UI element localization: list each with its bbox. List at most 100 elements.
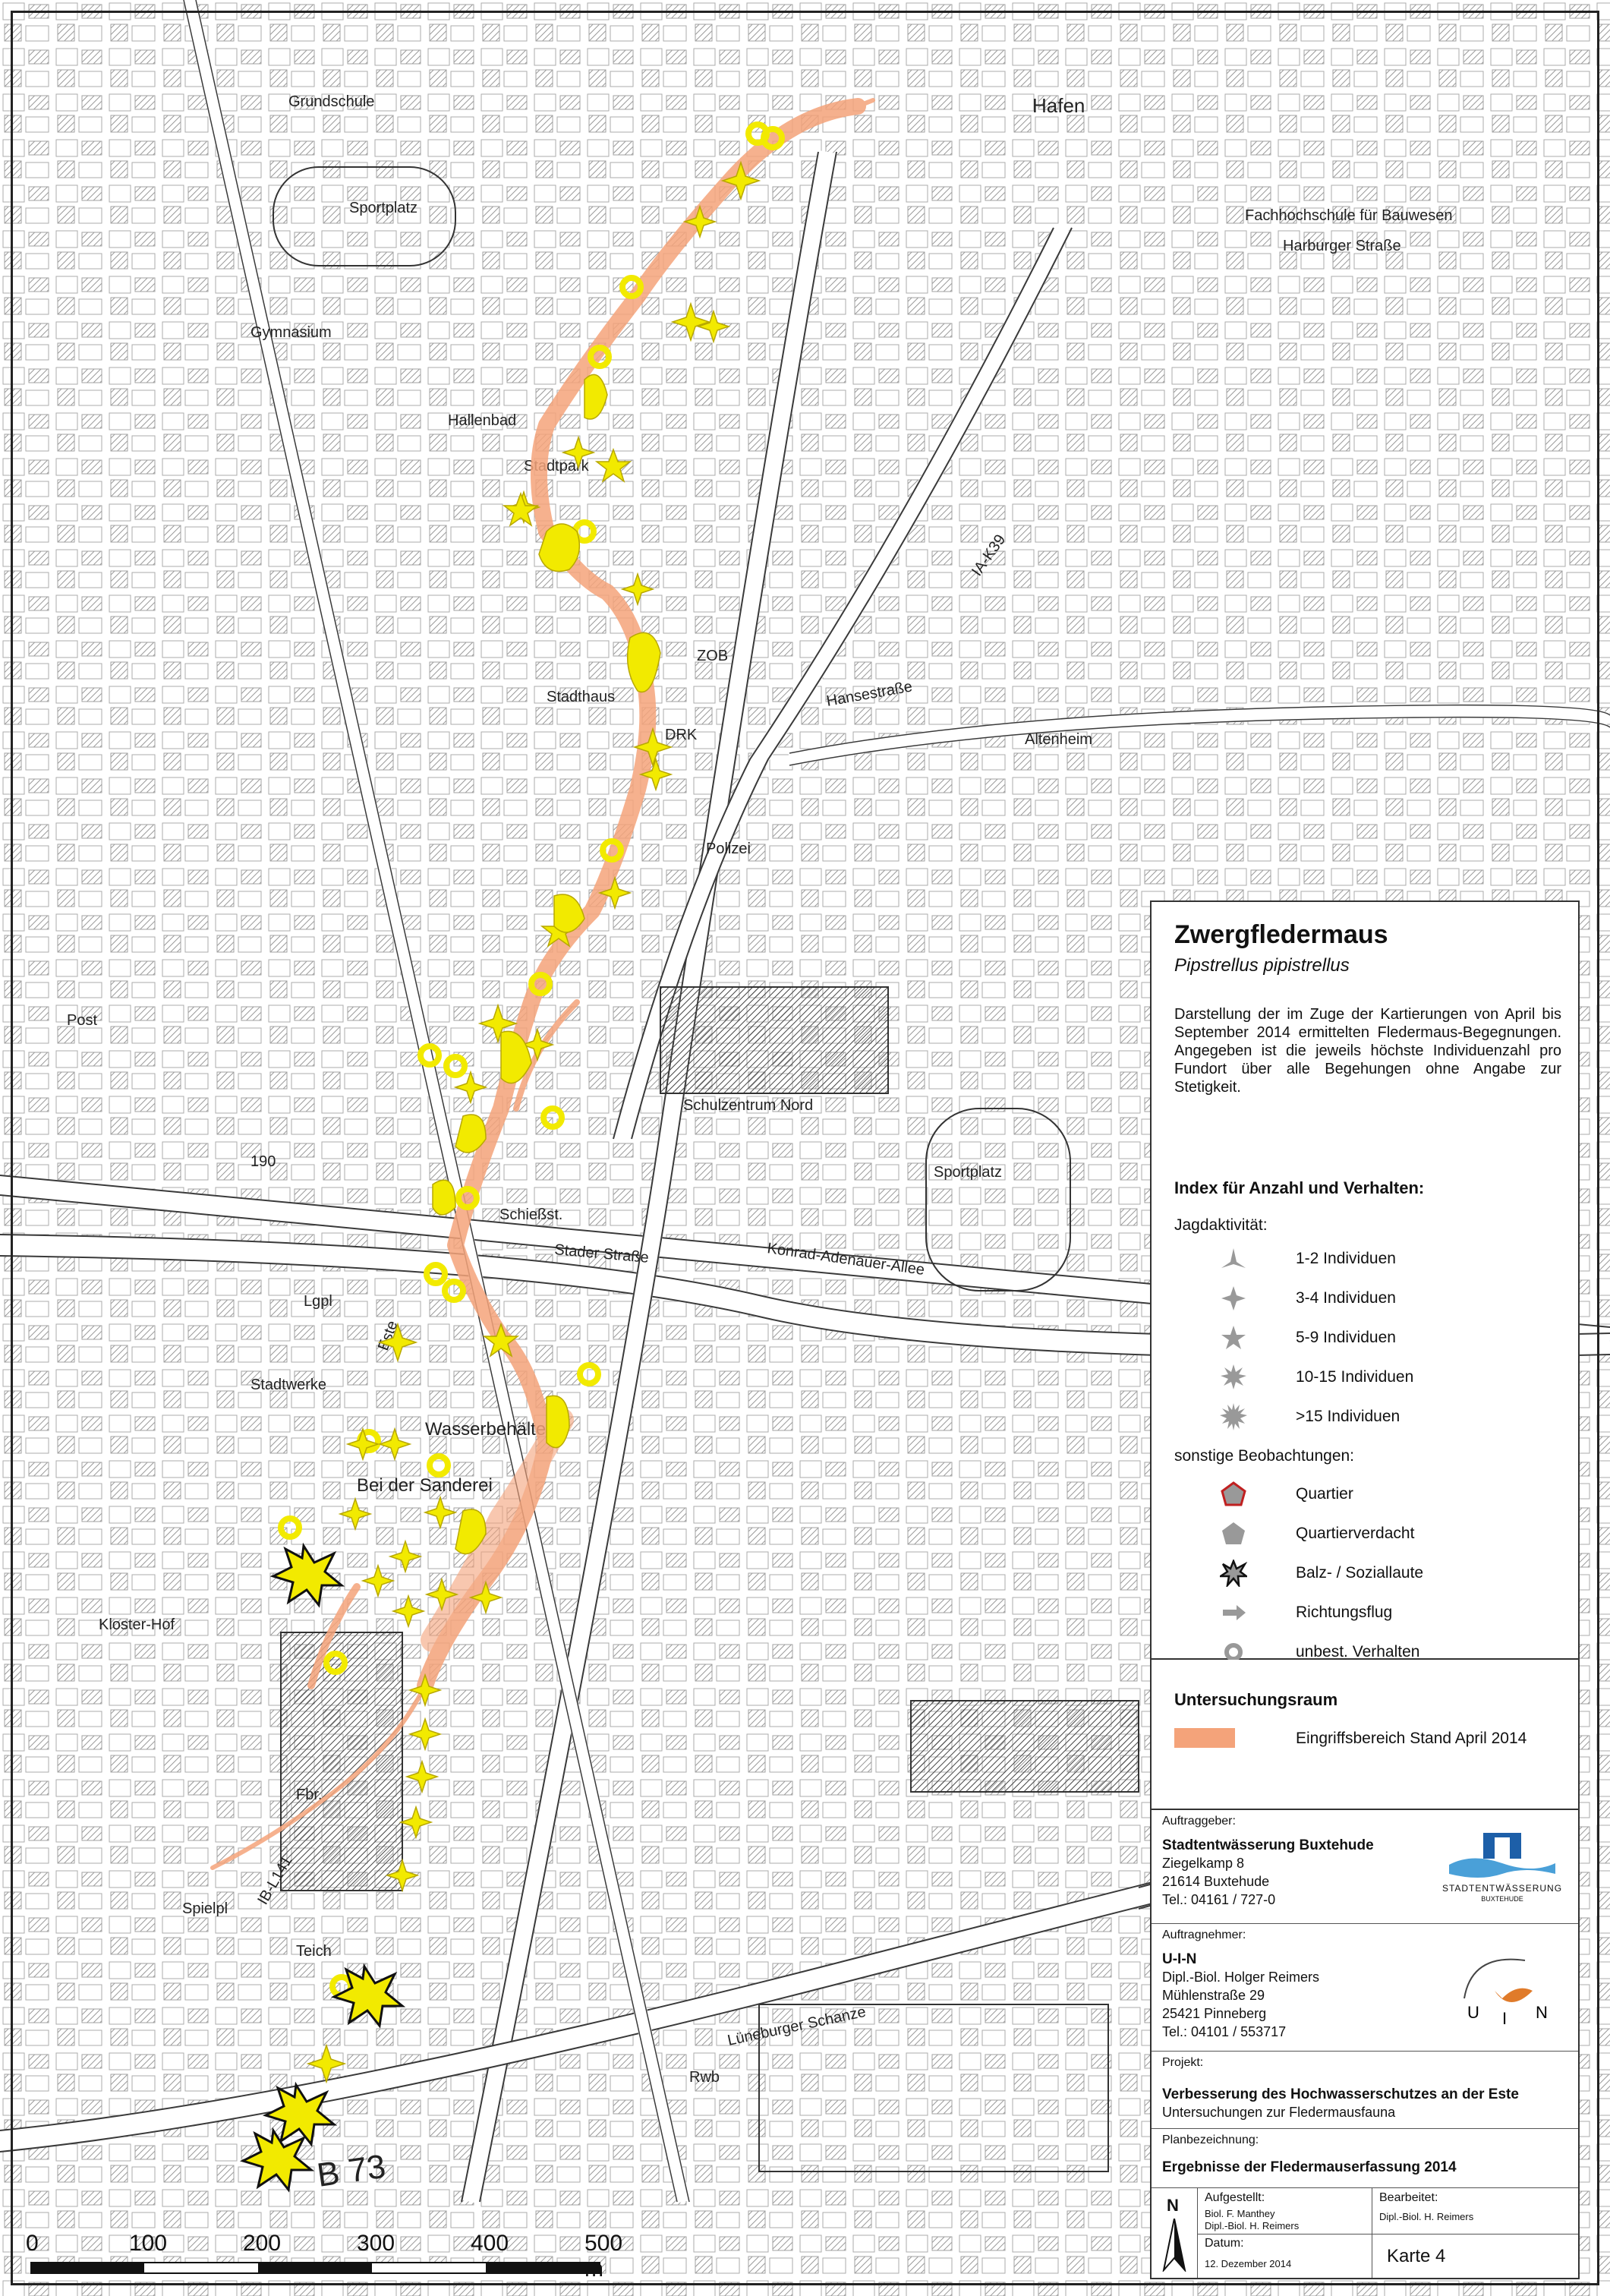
hunting-3-4-marker[interactable] <box>561 435 596 470</box>
logo-text: STADTENTWÄSSERUNG <box>1441 1883 1563 1894</box>
quartier-suspect-icon <box>1222 1522 1245 1544</box>
observation-circle[interactable] <box>417 1043 442 1068</box>
observation-circle[interactable] <box>577 1362 601 1386</box>
hunting-3-4-marker[interactable] <box>345 1427 380 1462</box>
hunting-3-4-marker[interactable] <box>638 757 673 792</box>
legend-label: unbest. Verhalten <box>1296 1643 1420 1660</box>
hunting-cluster[interactable] <box>584 374 608 420</box>
observation-circle[interactable] <box>528 972 553 996</box>
hunting-cluster[interactable] <box>500 1030 532 1084</box>
hunting-1-2-marker[interactable] <box>377 1322 418 1363</box>
legend-label: 10-15 Individuen <box>1296 1368 1414 1386</box>
observation-circle[interactable] <box>443 1054 468 1078</box>
hunting-1-2-marker[interactable] <box>632 727 673 768</box>
hunting-cluster[interactable] <box>626 632 661 693</box>
hunting-10-15-icon <box>1221 1364 1246 1389</box>
hunting-3-4-marker[interactable] <box>468 1580 503 1615</box>
index-heading: Index für Anzahl und Verhalten: <box>1174 1178 1425 1197</box>
hunting-3-4-marker[interactable] <box>424 1577 459 1612</box>
observation-circle[interactable] <box>619 275 644 299</box>
hunting-heading: Jagdaktivität: <box>1174 1216 1268 1234</box>
hunting-cluster[interactable] <box>455 1114 487 1153</box>
legend-subtitle: Pipstrellus pipistrellus <box>1174 955 1350 976</box>
hunting-3-4-marker[interactable] <box>597 875 632 910</box>
hunting-cluster-markers <box>432 374 661 1555</box>
north-label: N <box>1167 2196 1179 2215</box>
hunting-3-4-marker[interactable] <box>377 1427 412 1462</box>
hunting-1-2-icon <box>1221 1248 1246 1268</box>
legend-label: Richtungsflug <box>1296 1604 1393 1621</box>
hunting-3-4-marker[interactable] <box>405 1759 440 1794</box>
hunting-cluster[interactable] <box>455 1509 487 1555</box>
project-title: Verbesserung des Hochwasserschutzes an d… <box>1162 2086 1519 2102</box>
observation-circle[interactable] <box>455 1186 480 1210</box>
sheet-number: Karte 4 <box>1387 2246 1446 2266</box>
sheet-cell: Karte 4 <box>1372 2234 1578 2278</box>
hunting-cluster[interactable] <box>432 1179 456 1216</box>
hunting-3-4-marker[interactable] <box>620 572 655 607</box>
observation-circle[interactable] <box>278 1515 302 1540</box>
project-section: Projekt: Verbesserung des Hochwasserschu… <box>1152 2052 1578 2129</box>
legend-label: >15 Individuen <box>1296 1408 1400 1425</box>
hunting-3-4-marker[interactable] <box>453 1070 488 1105</box>
hunting-5-9-marker[interactable] <box>482 1322 520 1358</box>
hunting-cluster[interactable] <box>553 894 585 933</box>
edited-label: Bearbeitet: <box>1379 2191 1438 2204</box>
observation-circle[interactable] <box>323 1651 348 1675</box>
social-call-marker[interactable] <box>269 1542 345 1608</box>
hunting-5-9-marker[interactable] <box>594 447 632 483</box>
observation-circle[interactable] <box>442 1279 466 1303</box>
hunting-1-2-marker[interactable] <box>306 2043 347 2084</box>
date-value: 12. Dezember 2014 <box>1205 2258 1292 2269</box>
legend-title: Zwergfledermaus <box>1174 920 1388 949</box>
map-label: Schulzentrum Nord <box>683 1097 813 1114</box>
social-call-marker[interactable] <box>239 2127 315 2193</box>
hunting-3-4-marker[interactable] <box>385 1858 420 1893</box>
observation-circle[interactable] <box>745 121 770 146</box>
hunting-3-4-marker[interactable] <box>391 1594 426 1629</box>
project-subtitle: Untersuchungen zur Fledermausfauna <box>1162 2105 1396 2120</box>
logo-letter: I <box>1502 2009 1507 2028</box>
map-label: Post <box>67 1012 97 1029</box>
legend-row: Quartierverdacht <box>1174 1519 1569 1549</box>
meta-section: N Aufgestellt: Biol. F. Manthey Dipl.-Bi… <box>1152 2188 1578 2278</box>
social-call-marker[interactable] <box>262 2081 338 2147</box>
contractor-name: U-I-N <box>1162 1951 1197 1967</box>
map-label: 190 <box>250 1153 276 1170</box>
hunting-3-4-marker[interactable] <box>520 1027 555 1062</box>
legend-row: unbest. Verhalten <box>1174 1637 1569 1667</box>
client-line: Tel.: 04161 / 727-0 <box>1162 1892 1276 1907</box>
legend-label: 5-9 Individuen <box>1296 1329 1396 1346</box>
hunting-1-2-marker[interactable] <box>670 301 711 342</box>
hunting-cluster[interactable] <box>546 1395 570 1449</box>
legend-row: Richtungsflug <box>1174 1597 1569 1628</box>
plan-section: Planbezeichnung: Ergebnisse der Flederma… <box>1152 2129 1578 2188</box>
hunting-5-9-marker[interactable] <box>502 491 540 527</box>
hunting-1-2-marker[interactable] <box>720 160 761 201</box>
hunting-cluster[interactable] <box>538 523 581 572</box>
created-cell: Aufgestellt: Biol. F. Manthey Dipl.-Biol… <box>1197 2188 1372 2234</box>
observation-circle[interactable] <box>600 838 624 863</box>
legend-label: 3-4 Individuen <box>1296 1289 1396 1307</box>
stadtentwaesserung-logo: STADTENTWÄSSERUNG BUXTEHUDE <box>1441 1830 1563 1906</box>
hunting-3-4-marker[interactable] <box>408 1673 443 1708</box>
observation-circle[interactable] <box>588 345 612 369</box>
hunting-3-4-marker[interactable] <box>399 1805 433 1840</box>
hunting-1-2-marker[interactable] <box>477 1003 518 1044</box>
contractor-line: Mühlenstraße 29 <box>1162 1988 1265 2003</box>
social-call-marker[interactable] <box>330 1963 406 2029</box>
map-label: Harburger Straße <box>1283 238 1401 254</box>
hunting-3-4-marker[interactable] <box>682 204 717 239</box>
observation-circle[interactable] <box>424 1262 448 1286</box>
hunting-3-4-marker[interactable] <box>338 1496 373 1531</box>
intervention-corridor <box>210 98 875 1870</box>
hunting-3-4-marker[interactable] <box>361 1563 395 1598</box>
hunting-3-4-marker[interactable] <box>423 1495 458 1530</box>
legend-row: 3-4 Individuen <box>1174 1283 1569 1314</box>
hunting-3-4-marker[interactable] <box>408 1717 443 1752</box>
observation-circle[interactable] <box>540 1105 565 1130</box>
observation-circle[interactable] <box>427 1453 451 1478</box>
hunting-over-15-icon <box>1220 1403 1247 1430</box>
hunting-3-4-marker[interactable] <box>388 1539 423 1574</box>
hunting-3-4-marker[interactable] <box>696 309 731 344</box>
